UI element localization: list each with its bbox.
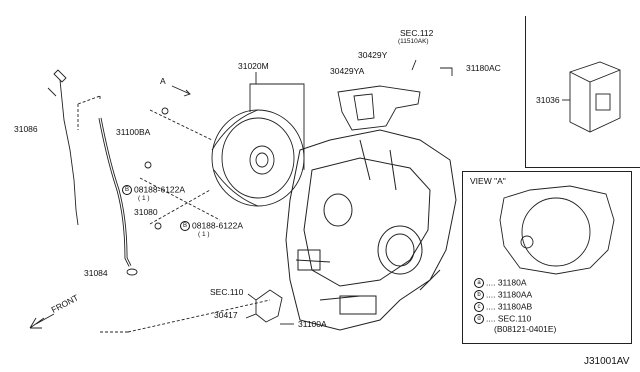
view-a-box xyxy=(462,171,632,344)
circle-b-icon: B xyxy=(180,221,190,231)
label-31180AC: 31180AC xyxy=(466,63,501,73)
label-31080: 31080 xyxy=(134,207,158,217)
legend-row-d: d.... SEC.110 xyxy=(474,314,531,324)
torque-converter xyxy=(211,109,305,207)
view-a-drawing xyxy=(499,185,615,275)
label-sec112-sub: (11510AK) xyxy=(398,38,429,45)
legend-row-a: a.... 31180A xyxy=(474,278,527,288)
label-31036: 31036 xyxy=(536,95,560,105)
label-sec112: SEC.112 xyxy=(400,28,434,38)
control-unit-box xyxy=(525,16,640,168)
front-arrow xyxy=(29,313,55,329)
transmission-case xyxy=(285,129,457,331)
legend-mark-b-icon: b xyxy=(474,290,484,300)
o-ring xyxy=(126,268,138,276)
label-bolt-1-qty: ( 1 ) xyxy=(138,195,150,202)
label-31100A: 31100A xyxy=(298,319,327,329)
label-sec110: SEC.110 xyxy=(210,287,244,297)
label-30417: 30417 xyxy=(214,310,238,320)
legend-mark-d-icon: d xyxy=(474,314,484,324)
label-31084: 31084 xyxy=(84,268,108,278)
legend-row-b: b.... 31180AA xyxy=(474,290,532,300)
label-30429Y: 30429Y xyxy=(358,50,388,60)
label-arrow-a: A xyxy=(160,76,166,86)
legend-row-c: c.... 31180AB xyxy=(474,302,532,312)
label-31100BA: 31100BA xyxy=(116,127,151,137)
circle-b-icon: B xyxy=(122,185,132,195)
label-31020M: 31020M xyxy=(238,61,269,71)
mount-bracket xyxy=(337,85,421,131)
dipstick xyxy=(53,69,79,226)
label-30429YA: 30429YA xyxy=(330,66,365,76)
label-31086: 31086 xyxy=(14,124,38,134)
view-a-title: VIEW "A" xyxy=(470,176,506,186)
control-unit-drawing xyxy=(569,61,621,133)
label-bolt-2-qty: ( 1 ) xyxy=(198,231,210,238)
legend-row-d-sub: (B08121-0401E) xyxy=(494,324,557,334)
legend-mark-a-icon: a xyxy=(474,278,484,288)
diagram-id: J31001AV xyxy=(584,356,630,367)
speed-sensor xyxy=(255,289,283,323)
legend-mark-c-icon: c xyxy=(474,302,484,312)
